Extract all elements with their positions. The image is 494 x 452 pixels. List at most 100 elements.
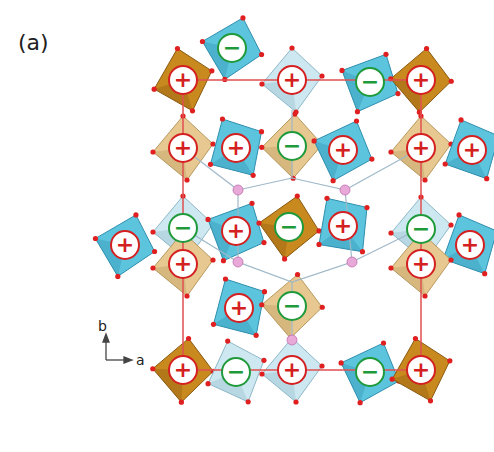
oxygen-dot <box>210 257 215 262</box>
charge-circle: + <box>406 65 436 95</box>
cation-dot <box>340 185 350 195</box>
charge-sign: + <box>174 137 192 159</box>
cation-dot <box>233 257 243 267</box>
polyhedron <box>443 215 494 274</box>
oxygen-dot <box>259 145 264 150</box>
polyhedron <box>214 279 265 335</box>
oxygen-dot <box>175 46 180 51</box>
polyhedron <box>202 18 261 80</box>
charge-circle: + <box>406 249 436 279</box>
cation-dot <box>347 257 357 267</box>
axis-head <box>103 334 109 342</box>
oxygen-dot <box>320 305 325 310</box>
axis-head <box>124 357 132 363</box>
polyhedron <box>211 119 262 175</box>
oxygen-dot <box>205 217 210 222</box>
cation-dot <box>287 335 297 345</box>
charge-circle: − <box>355 357 385 387</box>
oxygen-dot <box>456 212 461 217</box>
oxygen-dot <box>150 265 155 270</box>
panel-label: (a) <box>18 30 49 55</box>
charge-circle: − <box>277 291 307 321</box>
oxygen-dot <box>292 112 297 117</box>
oxygen-dot <box>381 340 386 345</box>
oxygen-dot <box>331 178 336 183</box>
charge-circle: + <box>406 133 436 163</box>
oxygen-dot <box>289 45 294 50</box>
oxygen-dot <box>150 229 155 234</box>
polyhedron <box>341 343 399 403</box>
charge-sign: + <box>412 253 430 275</box>
oxygen-dot <box>262 289 267 294</box>
charge-sign: − <box>174 217 192 239</box>
oxygen-dot <box>211 322 216 327</box>
charge-sign: + <box>116 234 134 256</box>
oxygen-dot <box>354 118 359 123</box>
oxygen-dot <box>240 15 245 20</box>
charge-sign: − <box>361 71 379 93</box>
oxygen-dot <box>443 161 448 166</box>
charge-circle: + <box>406 355 436 385</box>
oxygen-dot <box>355 109 360 114</box>
polyhedron <box>95 215 154 277</box>
charge-circle: − <box>217 33 247 63</box>
axis-line <box>106 359 126 360</box>
oxygen-dot <box>364 205 369 210</box>
charge-sign: − <box>361 361 379 383</box>
oxygen-dot <box>150 366 155 371</box>
charge-sign: + <box>412 69 430 91</box>
charge-sign: + <box>334 215 352 237</box>
charge-circle: − <box>221 357 251 387</box>
oxygen-dot <box>422 293 427 298</box>
charge-circle: + <box>168 249 198 279</box>
oxygen-dot <box>210 141 215 146</box>
charge-circle: − <box>168 213 198 243</box>
oxygen-dot <box>261 358 266 363</box>
charge-sign: + <box>412 137 430 159</box>
oxygen-dot <box>458 117 463 122</box>
charge-sign: + <box>463 139 481 161</box>
bond-line <box>238 178 352 282</box>
unit-cell <box>183 80 421 370</box>
oxygen-dot <box>282 256 287 261</box>
charge-sign: − <box>223 37 241 59</box>
charge-circle: + <box>455 230 485 260</box>
polyhedron <box>342 54 398 111</box>
charge-sign: + <box>227 220 245 242</box>
oxygen-dot <box>261 240 266 245</box>
charge-circle: + <box>277 65 307 95</box>
charge-circle: + <box>168 355 198 385</box>
polyhedron <box>208 341 264 402</box>
oxygen-dot <box>259 81 264 86</box>
oxygen-dot <box>259 371 264 376</box>
axis-line <box>105 340 106 360</box>
cation-dot <box>233 185 243 195</box>
charge-sign: + <box>230 297 248 319</box>
oxygen-dot <box>295 272 300 277</box>
charge-sign: + <box>227 137 245 159</box>
oxygen-dot <box>319 363 324 368</box>
polyhedron <box>319 198 367 251</box>
oxygen-dot <box>254 333 259 338</box>
oxygen-dot <box>316 242 321 247</box>
charge-sign: + <box>283 69 301 91</box>
oxygen-dot <box>190 108 195 113</box>
oxygen-dot <box>249 201 254 206</box>
oxygen-dot <box>388 149 393 154</box>
axis-label: b <box>98 318 107 334</box>
oxygen-dot <box>150 149 155 154</box>
charge-circle: + <box>221 216 251 246</box>
oxygen-dot <box>395 91 400 96</box>
oxygen-dot <box>200 39 205 44</box>
charge-sign: + <box>412 359 430 381</box>
oxygen-dot <box>256 220 261 225</box>
charge-sign: + <box>174 359 192 381</box>
charge-circle: + <box>277 355 307 385</box>
charge-circle: + <box>328 135 358 165</box>
charge-circle: + <box>221 133 251 163</box>
oxygen-dot <box>93 236 98 241</box>
oxygen-dot <box>209 68 214 73</box>
charge-circle: − <box>355 67 385 97</box>
oxygen-dot <box>448 222 453 227</box>
